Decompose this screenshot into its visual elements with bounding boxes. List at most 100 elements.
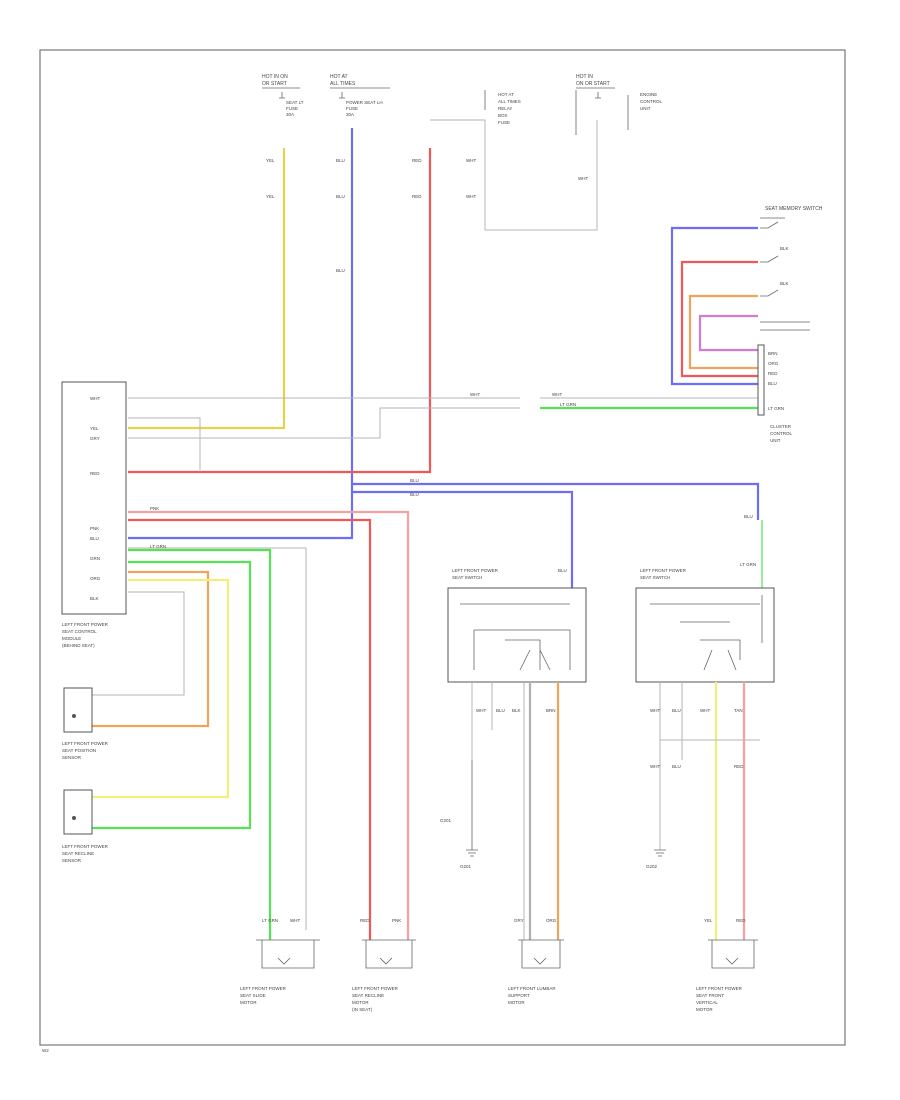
wire-label-cluster-2: LT GRN [560,402,576,407]
fuse-power-label2: ALL TIMES [330,81,356,87]
front-motor-label2: SEAT FRONT [696,993,724,998]
seat-control-module: WHT YEL GRY RED PNK BLU GRN ORG BLK LEFT… [61,381,127,648]
front-motor-label1: LEFT FRONT POWER [696,986,743,991]
switch-b-pin1: WHT [650,708,660,713]
fuse-seat: HOT IN ON OR START SEAT LT FUSE 30A [262,74,304,117]
wire-label-blu-4: BLU [410,478,419,483]
recline-motor: LEFT FRONT POWER SEAT RECLINE MOTOR (IN … [352,939,416,1012]
front-vertical-motor: LEFT FRONT POWER SEAT FRONT VERTICAL MOT… [696,939,758,1012]
relay-label1: HOT AT [498,92,514,97]
module-pin-2: YEL [90,426,99,431]
fuse-power-seat: HOT AT ALL TIMES POWER SEAT LH FUSE 30A [330,74,390,117]
recline-motor-label2: SEAT RECLINE [352,993,384,998]
ground-a-name: G201 [460,864,472,869]
relay-label2: ALL TIMES [498,99,521,104]
switch-b-pin5: WHT [650,764,660,769]
module-label3: MODULE [62,636,81,641]
switch-a-pin3: BLK [512,708,521,713]
fuse-power-label3: POWER SEAT LH [346,100,383,105]
sensor-b-label1: LEFT FRONT POWER [62,844,109,849]
sensor-a-label2: SEAT POSITION [62,748,96,753]
recline-motor-label1: LEFT FRONT POWER [352,986,399,991]
lumbar-motor-label1: LEFT FRONT LUMBAR [508,986,556,991]
wire-label-blu-6: BLU [558,568,567,573]
wire-label-ylw-1: YEL [266,158,275,163]
wire-mem-magenta [698,314,758,352]
seat-recline-sensor: LEFT FRONT POWER SEAT RECLINE SENSOR [62,789,109,863]
wire-gray-3 [128,417,201,470]
wire-label-org-b: ORG [546,918,557,923]
switch-a-label1: LEFT FRONT POWER [452,568,499,573]
switch-b-label1: LEFT FRONT POWER [640,568,687,573]
switch-b-pin6: BLU [672,764,681,769]
memory-switch-set: BLK [780,246,789,251]
module-pin-5: PNK [90,526,99,531]
fuse-engine-label4: CONTROL [640,99,662,104]
lumbar-motor: LEFT FRONT LUMBAR SUPPORT MOTOR [508,939,564,1005]
wire-mem-red [680,260,758,378]
wire-red-recline-a [128,510,410,940]
wire-label-blu-5: BLU [410,492,419,497]
switch-b-pin4: TAN [734,708,743,713]
wire-mem-orange [688,294,758,370]
switch-b-pin7: RED [734,764,744,769]
wire-label-blu-7: BLU [744,514,753,519]
fuse-engine: HOT IN ON OR START ENGINE CONTROL UNIT [575,74,662,135]
wire-label-red-1: RED [412,158,422,163]
fuse-seat-label2: OR START [262,81,287,87]
ground-b-name: G202 [646,864,658,869]
relay-block: HOT AT ALL TIMES RELAY BOX FUSE [430,90,598,231]
wire-gray-4 [128,547,307,930]
relay-label4: BOX [498,113,508,118]
wire-label-blu-1: BLU [336,158,345,163]
wire-label-red-2: RED [412,194,422,199]
fuse-engine-label1: HOT IN [576,74,593,80]
sensor-a-label1: LEFT FRONT POWER [62,741,109,746]
fuse-engine-label3: ENGINE [640,92,657,97]
switch-a-pin2: BLU [496,708,505,713]
seat-switch-a: LEFT FRONT POWER SEAT SWITCH [447,568,587,683]
wire-red-recline-b [128,518,372,940]
wire-label-blu-3: BLU [336,268,345,273]
wire-label-lgrn-m: LT GRN [150,544,166,549]
wire-switch-a-ground [471,682,493,760]
fuse-seat-label1: HOT IN ON [262,74,288,80]
slide-motor-label2: SEAT SLIDE [240,993,266,998]
seat-position-sensor: LEFT FRONT POWER SEAT POSITION SENSOR [62,687,109,760]
module-pin-1: WHT [90,396,100,401]
sensor-b-label2: SEAT RECLINE [62,851,94,856]
fuse-engine-label2: ON OR START [576,81,610,87]
mem-conn-1: BRN [768,351,778,356]
module-pin-7: GRN [90,556,100,561]
wire-green-sensor [92,560,252,830]
slide-motor-label3: MOTOR [240,1000,257,1005]
module-pin-6: BLU [90,536,99,541]
module-pin-3: GRY [90,436,100,441]
fuse-seat-label3: SEAT LT [286,100,304,105]
front-motor-label3: VERTICAL [696,1000,718,1005]
fuse-seat-label5: 30A [286,112,294,117]
wire-blue-branch [352,482,760,590]
switch-a-pin1: WHT [476,708,486,713]
relay-label5: FUSE [498,120,510,125]
wire-label-cluster-3: WHT [470,392,480,397]
wire-label-ylw-b: YEL [704,918,713,923]
memory-switch-title: SEAT MEMORY SWITCH [765,206,823,212]
wire-red-main [128,148,432,474]
slide-motor-label1: LEFT FRONT POWER [240,986,287,991]
fuse-seat-label4: FUSE [286,106,298,111]
cluster-label3: UNIT [770,438,781,443]
wire-label-gry-b: GRY [514,918,524,923]
cluster-label2: CONTROL [770,431,792,436]
recline-motor-label3: MOTOR [352,1000,369,1005]
wire-label-pnk: PNK [150,506,159,511]
wire-label-wht-3: WHT [578,176,588,181]
wire-label-lgrn-r: LT GRN [740,562,756,567]
wire-label-red-b: RED [360,918,370,923]
switch-b-pin3: WHT [700,708,710,713]
switch-a-pin4: BRN [546,708,556,713]
mem-conn-5: LT GRN [768,406,784,411]
module-label4: (BEHIND SEAT) [62,643,95,648]
diagram-frame [39,49,846,1046]
sensor-a-label3: SENSOR [62,755,82,760]
